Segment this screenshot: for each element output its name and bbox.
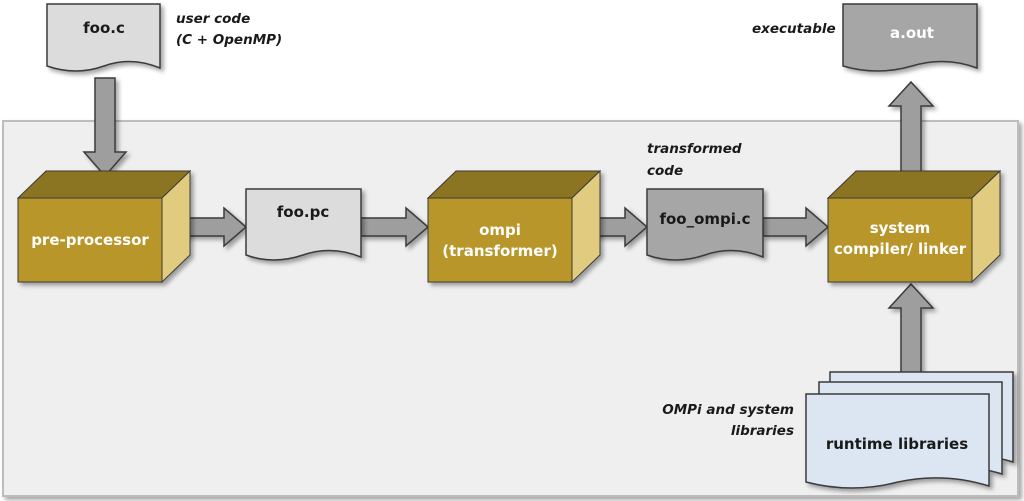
stage-transformer-label-line1: ompi [479, 221, 521, 239]
document-a-out [842, 3, 978, 72]
annotation-user-code-line1: user code [176, 11, 250, 27]
annotation-transformed-line2: code [647, 163, 683, 179]
stage-compiler [826, 169, 1002, 284]
annotation-libraries-line2: libraries [731, 423, 794, 439]
annotation-user-code-line2: (C + OpenMP) [176, 32, 282, 48]
document-foo-pc-label: foo.pc [277, 203, 329, 221]
arrow-compiler-to-executable [887, 80, 935, 179]
document-runtime-libraries-label: runtime libraries [826, 435, 968, 453]
stage-compiler-label-line1: system [870, 219, 931, 237]
arrow-foo-ompi-to-compiler [762, 206, 830, 248]
document-foo-c [46, 3, 161, 72]
document-runtime-libraries [805, 371, 1014, 489]
arrow-source-to-preprocessor [82, 77, 128, 178]
document-foo-c-label: foo.c [83, 19, 125, 37]
document-foo-ompi-c-label: foo_ompi.c [659, 210, 750, 228]
document-foo-ompi-c [646, 188, 764, 261]
stage-compiler-label-line2: compiler/ linker [834, 240, 967, 258]
arrow-foo-pc-to-transformer [360, 206, 430, 248]
annotation-transformed-line1: transformed [647, 141, 742, 157]
arrow-libraries-to-compiler [887, 282, 935, 383]
annotation-executable: executable [752, 21, 836, 37]
document-foo-pc [245, 188, 362, 261]
stage-transformer [426, 169, 602, 284]
stage-preprocessor [16, 169, 192, 284]
stage-transformer-label-line2: (transformer) [442, 242, 557, 260]
stage-preprocessor-label: pre-processor [31, 231, 149, 249]
document-a-out-label: a.out [890, 24, 934, 42]
annotation-libraries-line1: OMPi and system [662, 402, 794, 418]
